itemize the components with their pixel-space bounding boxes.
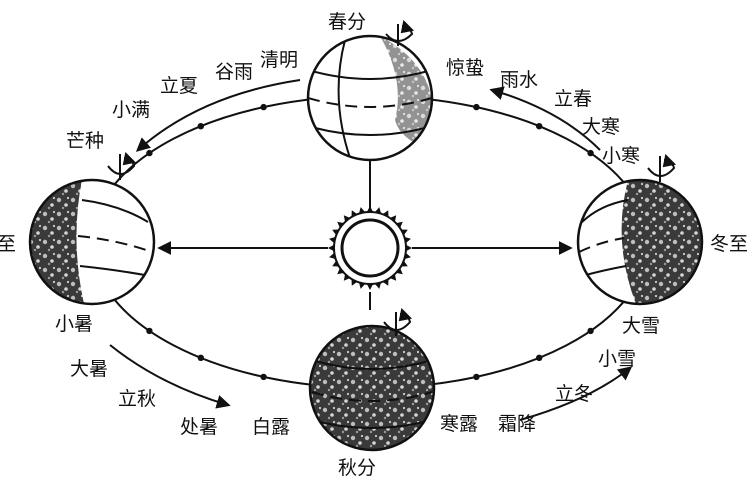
- orbit-dot: [587, 149, 594, 157]
- label-xiaoshu: 小暑: [55, 313, 93, 335]
- orbit-dot: [197, 354, 204, 361]
- label-xiaohan: 小寒: [602, 145, 640, 167]
- label-winter-solstice: 冬至: [710, 233, 748, 255]
- rotation-arrow-icon: [383, 307, 413, 336]
- earth-globe-icon: [306, 34, 434, 162]
- label-yushui: 雨水: [500, 69, 538, 91]
- label-xiaoxue: 小雪: [598, 348, 636, 370]
- label-daxue: 大雪: [622, 315, 660, 337]
- orbit-dot: [473, 373, 480, 381]
- orbit-dot: [146, 327, 153, 335]
- label-xiaoman: 小满: [112, 99, 150, 121]
- orbit-dot: [536, 354, 543, 361]
- earth-globe-icon: [576, 178, 704, 306]
- rotation-arrow-icon: [647, 153, 677, 182]
- label-spring-equinox: 春分: [328, 11, 366, 33]
- orbit-dot: [260, 103, 267, 111]
- rotation-arrow-icon: [385, 19, 415, 46]
- earth-globe-icon: [28, 178, 156, 306]
- label-lixia: 立夏: [160, 75, 198, 97]
- label-summer-solstice: 至: [0, 233, 16, 255]
- label-jingzhe: 惊蛰: [446, 57, 484, 79]
- label-lichun: 立春: [554, 88, 592, 110]
- label-dashu: 大暑: [70, 358, 108, 380]
- label-dahan: 大寒: [582, 116, 620, 138]
- orbit-direction-arrow-bottom-right: [519, 366, 633, 421]
- label-mangzhong: 芒种: [66, 130, 104, 152]
- label-qingming: 清明: [260, 49, 298, 71]
- label-liqiu: 立秋: [118, 388, 156, 410]
- label-bailu: 白露: [252, 416, 290, 438]
- label-hanlu: 寒露: [440, 413, 478, 435]
- label-autumn-equinox: 秋分: [338, 457, 376, 479]
- label-guyu: 谷雨: [215, 61, 253, 83]
- orbit-dot: [473, 103, 480, 111]
- label-chushu: 处暑: [180, 416, 218, 438]
- sun-icon: [328, 206, 412, 290]
- label-shuangjiang: 霜降: [498, 413, 536, 435]
- label-lidong: 立冬: [555, 383, 593, 405]
- orbit-direction-arrow-top-left: [135, 79, 301, 152]
- earth-globe-icon: [308, 324, 436, 452]
- orbit-dot: [260, 373, 267, 381]
- orbit-direction-arrow-bottom-left: [109, 344, 231, 409]
- rotation-arrow-icon: [107, 151, 137, 180]
- orbit-dot: [587, 327, 594, 335]
- orbit-dot: [536, 123, 543, 130]
- orbit-dot: [146, 149, 153, 157]
- orbit-dot: [197, 123, 204, 130]
- orbit-direction-arrow-top-right: [489, 86, 601, 151]
